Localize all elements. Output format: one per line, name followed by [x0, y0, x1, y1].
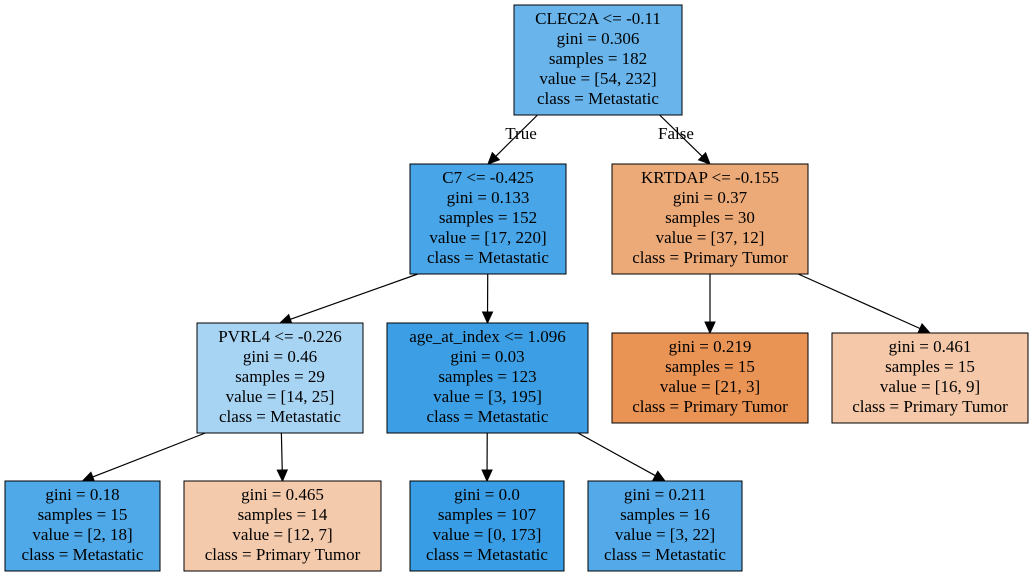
- tree-edge: [290, 273, 419, 320]
- tree-node-box: [183, 480, 382, 572]
- tree-node-line: CLEC2A <= -0.11: [535, 9, 661, 28]
- tree-node-line: value = [21, 3]: [660, 377, 760, 396]
- tree-node-line: gini = 0.46: [243, 347, 317, 366]
- tree-node-line: samples = 152: [439, 208, 537, 227]
- tree-node-line: gini = 0.211: [624, 485, 706, 504]
- tree-edge-arrowhead: [81, 471, 96, 483]
- tree-node-line: value = [16, 9]: [880, 377, 980, 396]
- tree-edge-arrowhead: [917, 323, 932, 334]
- tree-edge-arrowhead: [697, 151, 711, 165]
- tree-node-line: samples = 30: [665, 208, 755, 227]
- tree-node-line: C7 <= -0.425: [442, 168, 533, 187]
- tree-edge-arrowhead: [704, 321, 716, 335]
- tree-node-box: [587, 480, 743, 572]
- tree-node-line: samples = 16: [620, 505, 710, 524]
- tree-node-line: gini = 0.306: [557, 29, 640, 48]
- tree-node-line: samples = 29: [235, 367, 325, 386]
- tree-node-line: value = [3, 195]: [433, 387, 542, 406]
- tree-edge: [659, 114, 703, 157]
- tree-node-line: class = Primary Tumor: [632, 397, 788, 416]
- tree-node-box: [409, 480, 565, 572]
- tree-node-line: samples = 15: [38, 505, 128, 524]
- tree-edge-arrowhead: [481, 311, 494, 325]
- tree-node-box: [831, 332, 1029, 424]
- tree-edge-arrowhead: [276, 469, 289, 483]
- tree-node-line: class = Primary Tumor: [205, 545, 361, 564]
- tree-edge-label: True: [505, 124, 537, 143]
- edges-layer: True False: [81, 114, 932, 483]
- tree-node-line: value = [0, 173]: [433, 525, 542, 544]
- tree-node-line: value = [3, 22]: [615, 525, 715, 544]
- tree-node-line: class = Metastatic: [427, 248, 549, 267]
- tree-node-line: samples = 107: [438, 505, 537, 524]
- tree-edge-arrowhead: [481, 469, 493, 483]
- tree-node-box: [611, 163, 809, 275]
- tree-node-line: gini = 0.133: [447, 188, 530, 207]
- tree-node-line: class = Metastatic: [219, 407, 341, 426]
- tree-node-line: KRTDAP <= -0.155: [641, 168, 779, 187]
- tree-edge: [495, 114, 538, 157]
- tree-node-line: class = Metastatic: [537, 89, 659, 108]
- tree-node-line: value = [54, 232]: [539, 69, 656, 88]
- tree-node-box: [4, 480, 161, 572]
- tree-node-line: PVRL4 <= -0.226: [218, 327, 342, 346]
- tree-node-box: [386, 322, 589, 434]
- tree-edge: [92, 432, 206, 478]
- tree-edge-arrowhead: [652, 470, 667, 482]
- tree-node-line: samples = 15: [665, 357, 755, 376]
- tree-node-line: class = Metastatic: [22, 545, 144, 564]
- tree-node-line: class = Metastatic: [604, 545, 726, 564]
- tree-edge-arrowhead: [487, 151, 501, 165]
- tree-node-line: gini = 0.465: [241, 485, 324, 504]
- tree-node-line: gini = 0.18: [45, 485, 119, 504]
- tree-edge-label: False: [658, 124, 694, 143]
- tree-node-line: samples = 14: [238, 505, 328, 524]
- tree-node-line: samples = 15: [885, 357, 975, 376]
- tree-node-box: [196, 322, 364, 434]
- tree-node-box: [611, 332, 809, 424]
- tree-edge: [577, 432, 656, 477]
- tree-node-line: class = Primary Tumor: [852, 397, 1008, 416]
- tree-node-line: gini = 0.03: [450, 347, 524, 366]
- tree-node-line: class = Primary Tumor: [632, 248, 788, 267]
- tree-node-box: [409, 163, 567, 275]
- tree-node-line: value = [14, 25]: [226, 387, 335, 406]
- tree-node-line: samples = 123: [438, 367, 536, 386]
- tree-node-line: gini = 0.219: [669, 337, 752, 356]
- tree-node-line: age_at_index <= 1.096: [409, 327, 566, 346]
- tree-node-line: value = [37, 12]: [656, 228, 765, 247]
- tree-node-line: value = [12, 7]: [232, 525, 332, 544]
- tree-edge: [797, 273, 921, 330]
- tree-node-line: value = [17, 220]: [429, 228, 546, 247]
- tree-node-line: gini = 0.0: [454, 485, 520, 504]
- tree-node-line: gini = 0.461: [889, 337, 972, 356]
- tree-node-line: class = Metastatic: [426, 545, 548, 564]
- tree-node-line: gini = 0.37: [673, 188, 748, 207]
- tree-edge: [280, 432, 283, 471]
- tree-node-line: value = [2, 18]: [32, 525, 132, 544]
- tree-node-line: class = Metastatic: [427, 407, 549, 426]
- tree-node-box: [513, 4, 683, 116]
- tree-node-line: samples = 182: [549, 49, 647, 68]
